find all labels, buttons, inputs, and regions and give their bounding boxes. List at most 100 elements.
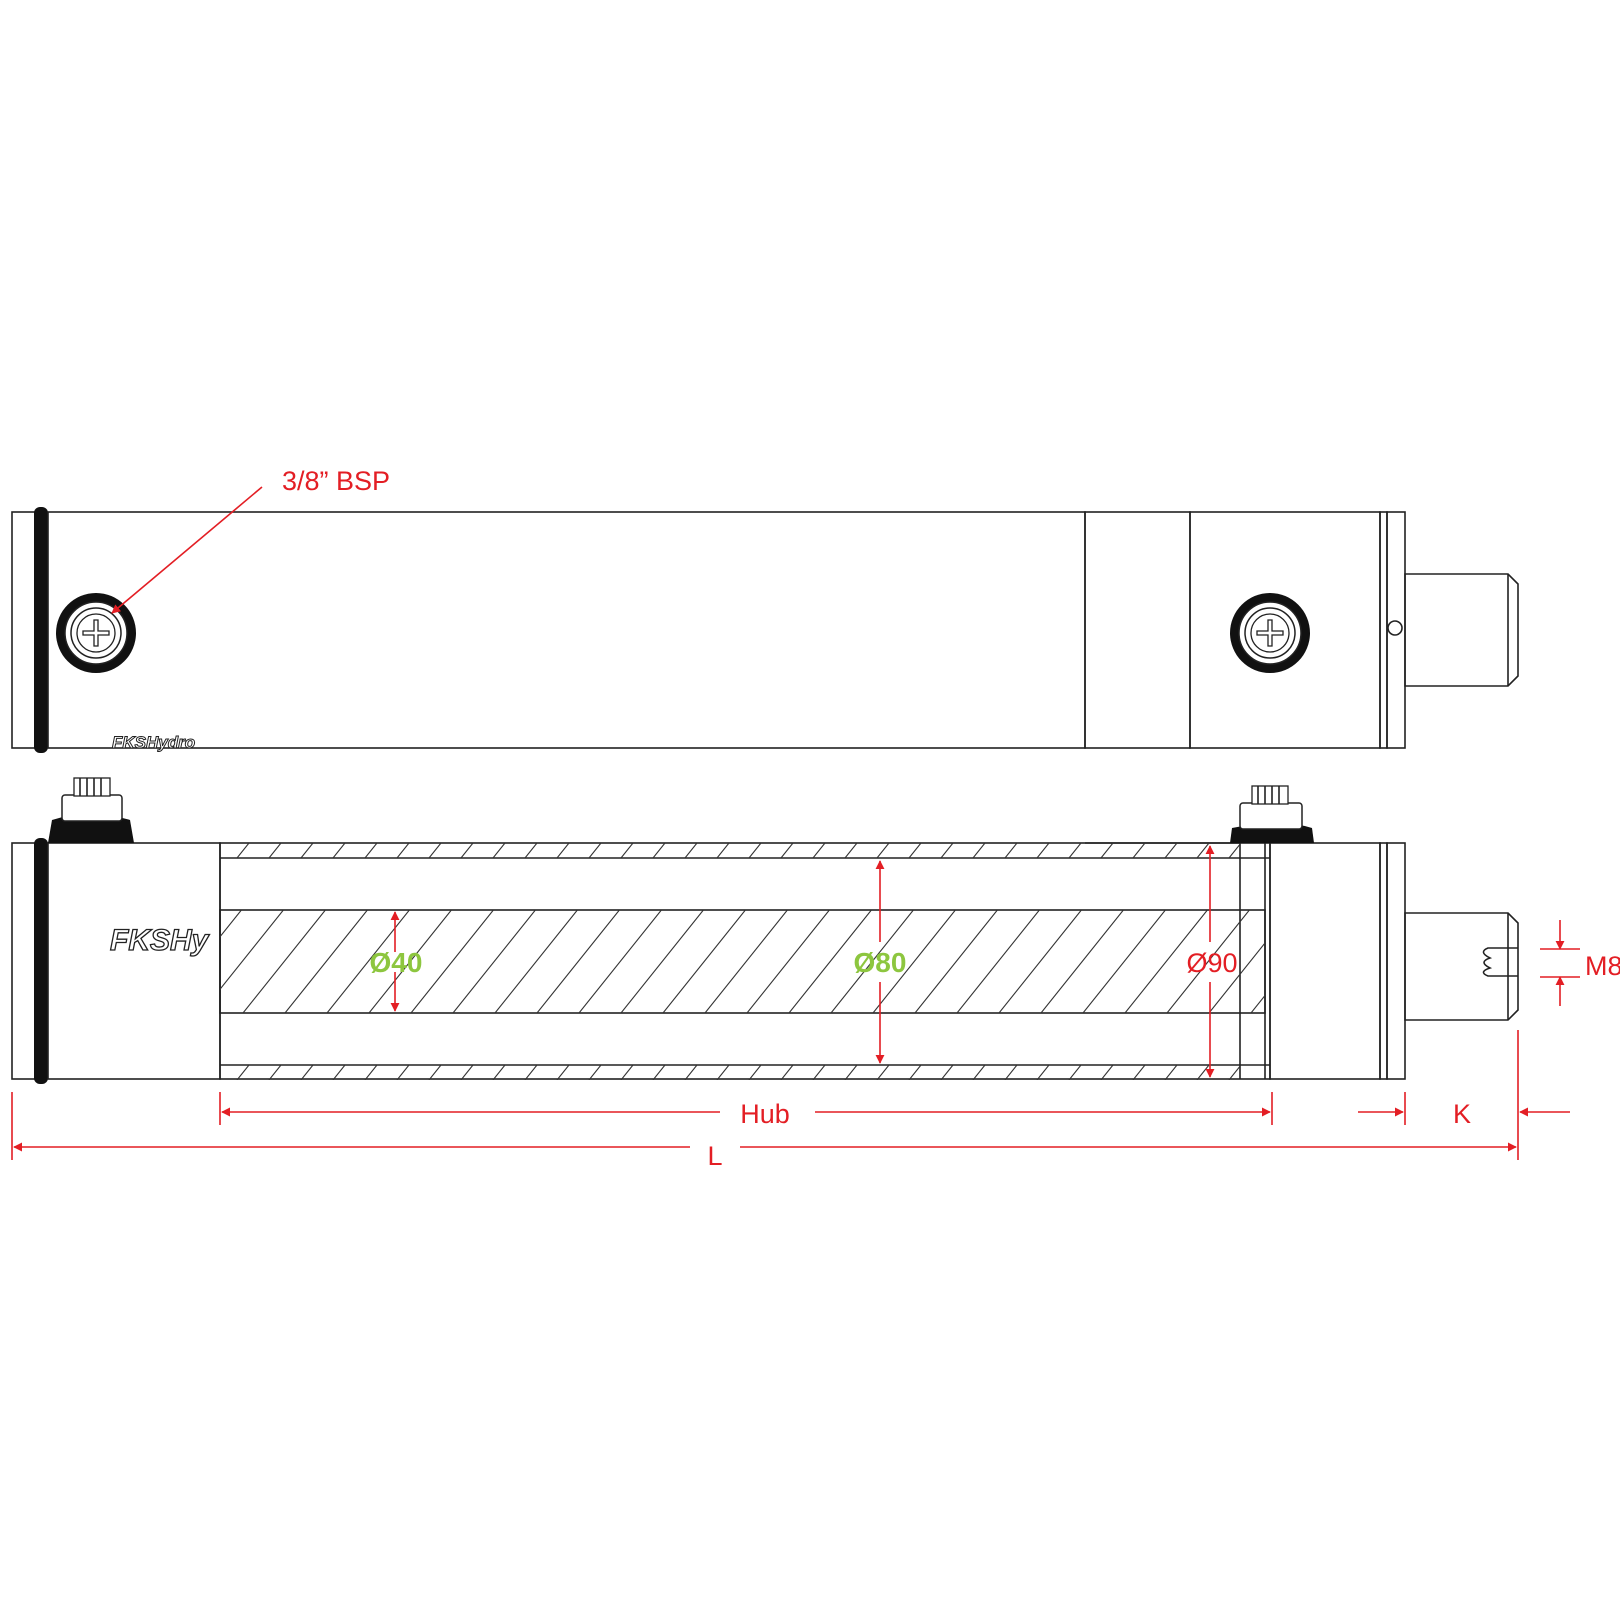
- hatch-line: [1100, 843, 1114, 858]
- section-base-block: [47, 842, 221, 1080]
- hatch-line: [524, 1065, 538, 1080]
- dimension-rod-diameter: Ø40: [370, 911, 423, 1012]
- hatch-line: [1068, 1065, 1082, 1080]
- hatch-line: [780, 1065, 794, 1080]
- hatch-line: [1082, 910, 1166, 1013]
- hatch-line: [410, 910, 494, 1013]
- hatch-line: [780, 843, 794, 858]
- hatch-line: [876, 1065, 890, 1080]
- fitting-left: [48, 777, 134, 843]
- hatch-line: [284, 910, 368, 1013]
- hatch-line: [652, 1065, 666, 1080]
- hydraulic-port-icon: [56, 593, 136, 673]
- extension-lines: [11, 1030, 1519, 1160]
- hatch-line: [1164, 1065, 1178, 1080]
- hatch-line: [300, 843, 314, 858]
- section-end-cap-right: [1386, 842, 1406, 1080]
- hatch-line: [220, 910, 284, 991]
- fitting-right: [1230, 785, 1314, 843]
- hatch-line: [1036, 843, 1050, 858]
- hatch-line: [748, 843, 762, 858]
- hatch-line: [844, 843, 858, 858]
- hatch-line: [396, 843, 410, 858]
- stroke-label: Hub: [740, 1099, 790, 1129]
- top-seal-ring-left: [34, 507, 48, 753]
- hatch-line: [716, 843, 730, 858]
- dimension-thread-size: M8: [1540, 920, 1620, 1006]
- thread-size-label: M8: [1585, 951, 1620, 981]
- hatch-line: [1132, 1065, 1146, 1080]
- dimension-end-length: K: [1358, 1099, 1570, 1129]
- hatch-line: [492, 1065, 506, 1080]
- total-length-label: L: [707, 1141, 722, 1171]
- hatch-line: [578, 910, 662, 1013]
- hatch-line: [1132, 843, 1146, 858]
- rod-diameter-label: Ø40: [370, 947, 423, 978]
- hatch-line: [684, 1065, 698, 1080]
- section-rod-end: [1404, 912, 1519, 1021]
- section-gland-head: [1269, 842, 1381, 1080]
- hatch-line: [460, 843, 474, 858]
- hatch-line: [1228, 1065, 1240, 1080]
- hatch-line: [704, 910, 788, 1013]
- hatch-line: [940, 843, 954, 858]
- hatch-line: [620, 843, 634, 858]
- hatch-line: [998, 910, 1082, 1013]
- hatch-line: [1040, 910, 1124, 1013]
- dimension-bore-diameter: Ø80: [854, 860, 907, 1064]
- hatch-line: [556, 843, 570, 858]
- hatch-line: [748, 1065, 762, 1080]
- hatch-line: [1004, 843, 1018, 858]
- section-view: FKSHy: [11, 777, 1519, 1084]
- section-seal-ring-right: [1379, 842, 1388, 1080]
- hatch-line: [492, 843, 506, 858]
- tube-diameter-label: Ø90: [1186, 948, 1237, 978]
- hatch-line: [1196, 843, 1210, 858]
- end-length-label: K: [1453, 1099, 1471, 1129]
- hatch-line: [428, 843, 442, 858]
- hatch-line: [588, 843, 602, 858]
- hatch-line: [236, 1065, 250, 1080]
- hatch-line: [536, 910, 620, 1013]
- hatch-line: [972, 1065, 986, 1080]
- hatch-line: [494, 910, 578, 1013]
- top-view: FKSHydro 3/8” BSP: [11, 466, 1519, 753]
- dimension-tube-diameter: Ø90: [1186, 845, 1238, 1078]
- hatch-line: [364, 1065, 378, 1080]
- hatch-line: [300, 1065, 314, 1080]
- hatch-line: [1004, 1065, 1018, 1080]
- hatch-line: [368, 910, 452, 1013]
- hatch-line: [746, 910, 830, 1013]
- hatch-line: [876, 843, 890, 858]
- bore-diameter-label: Ø80: [854, 947, 907, 978]
- hatch-line: [1228, 843, 1240, 858]
- hatch-line: [1196, 1065, 1210, 1080]
- dimension-total-length: L: [13, 1141, 1517, 1171]
- hatch-line: [620, 1065, 634, 1080]
- m8-thread-bore: [1482, 947, 1518, 977]
- brand-mark-top: FKSHydro: [112, 733, 195, 752]
- hatch-line: [1100, 1065, 1114, 1080]
- dimension-stroke: Hub: [221, 1099, 1271, 1129]
- hatch-line: [1164, 843, 1178, 858]
- hatch-line: [452, 910, 536, 1013]
- hatch-line: [1250, 994, 1265, 1013]
- top-seal-ring-right: [1379, 511, 1388, 749]
- hatch-line: [588, 1065, 602, 1080]
- hatch-line: [364, 843, 378, 858]
- hatch-line: [956, 910, 1040, 1013]
- hatch-line: [812, 843, 826, 858]
- top-cylinder-tube: [47, 511, 1086, 749]
- hatch-line: [716, 1065, 730, 1080]
- top-piston-rod: [1404, 573, 1519, 687]
- hatch-line: [242, 910, 326, 1013]
- hatch-line: [1068, 843, 1082, 858]
- hatch-line: [268, 843, 282, 858]
- hatch-line: [268, 1065, 282, 1080]
- brand-mark-bottom: FKSHy: [110, 924, 210, 957]
- hatch-line: [684, 843, 698, 858]
- top-gland-band: [1084, 511, 1191, 749]
- hatch-line: [914, 910, 998, 1013]
- hatch-line: [205, 843, 217, 858]
